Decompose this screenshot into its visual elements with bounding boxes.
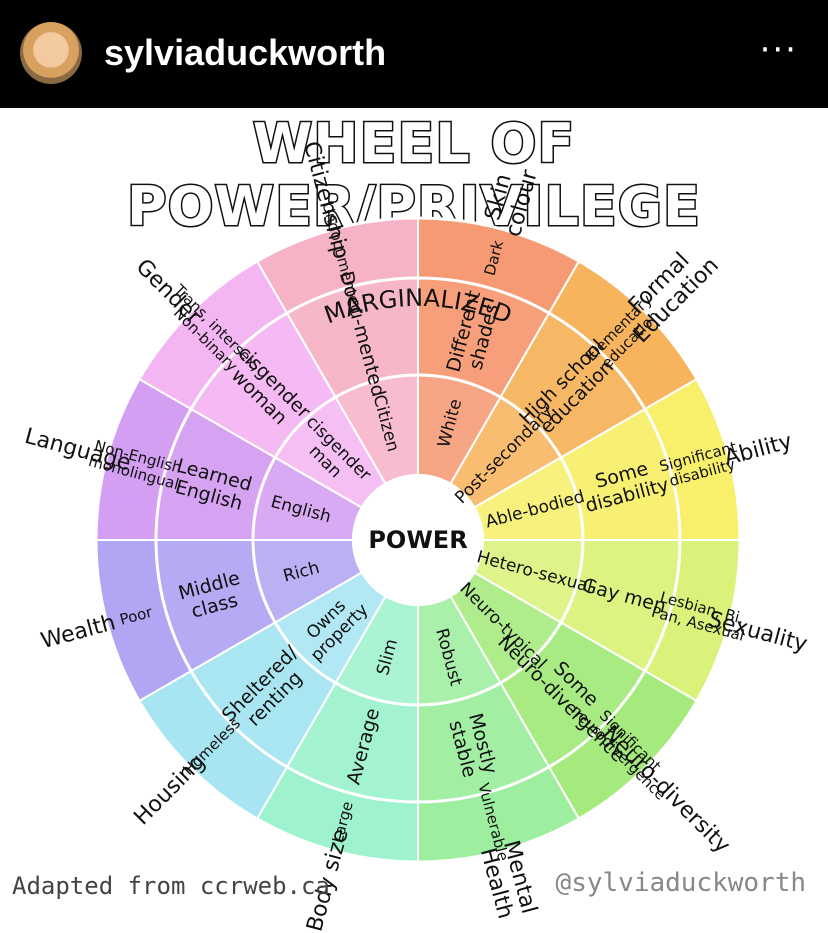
category-label: Housing	[129, 749, 210, 830]
username[interactable]: sylviaduckworth	[104, 32, 387, 73]
category-label: FormalEducation	[612, 236, 724, 348]
power-label: POWER	[368, 526, 467, 554]
ring-outline	[94, 216, 742, 864]
avatar[interactable]	[20, 22, 82, 84]
source-credit: Adapted from ccrweb.ca	[12, 872, 330, 900]
category-label: Ability	[722, 429, 795, 471]
category-label: MentalHealth	[475, 838, 542, 923]
diagram-title: WHEEL OF POWER/PRIVILEGE	[126, 111, 702, 240]
category-label: Wealth	[38, 610, 118, 654]
ring-outline	[251, 373, 585, 707]
author-handle: @sylviaduckworth	[555, 868, 806, 898]
ring-outline	[154, 276, 682, 804]
more-options-icon[interactable]: ···	[759, 30, 798, 70]
post-header: sylviaduckworth ···	[0, 0, 828, 108]
center-circle	[352, 474, 484, 606]
